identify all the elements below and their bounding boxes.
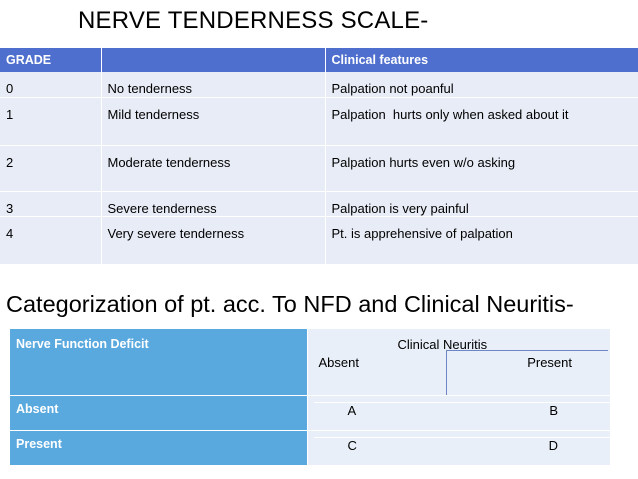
tenderness-cell: Severe tenderness (100, 191, 325, 217)
clinical-neuritis-header: Clinical Neuritis Absent Present (307, 329, 610, 396)
clinical-feature-cell: Palpation is very painful (324, 191, 638, 217)
table-header-row: GRADE Clinical features (0, 48, 638, 72)
tenderness-cell: Mild tenderness (100, 97, 325, 146)
category-cell: B (461, 402, 610, 418)
category-cells: C D (307, 430, 610, 465)
tenderness-cell: Moderate tenderness (100, 145, 325, 192)
tenderness-cell: Very severe tenderness (100, 216, 325, 264)
table-row: Present C D (10, 430, 610, 465)
column-divider (445, 350, 447, 395)
section-subtitle: Categorization of pt. acc. To NFD and Cl… (6, 291, 574, 317)
table-row: 2 Moderate tenderness Palpation hurts ev… (0, 145, 638, 192)
column-header-clinical-features: Clinical features (324, 48, 638, 72)
column-header-clinical-neuritis: Clinical Neuritis (397, 337, 488, 352)
table-row: 4 Very severe tenderness Pt. is apprehen… (0, 216, 638, 264)
row-label-present: Present (10, 430, 308, 465)
tenderness-cell: No tenderness (100, 72, 325, 98)
column-header-blank (100, 48, 325, 72)
clinical-feature-cell: Palpation hurts only when asked about it (324, 97, 638, 146)
category-cell: C (313, 437, 462, 453)
table-row: 1 Mild tenderness Palpation hurts only w… (0, 97, 638, 146)
header-divider (445, 350, 608, 351)
category-pair: C D (313, 437, 610, 453)
categorization-table: Nerve Function Deficit Clinical Neuritis… (10, 329, 610, 465)
grade-cell: 2 (0, 145, 101, 192)
tenderness-scale-table: GRADE Clinical features 0 No tenderness … (0, 48, 638, 264)
category-cells: A B (307, 395, 610, 431)
page-title: NERVE TENDERNESS SCALE- (78, 7, 429, 34)
clinical-feature-cell: Palpation hurts even w/o asking (324, 145, 638, 192)
grade-cell: 4 (0, 216, 101, 264)
grade-cell: 1 (0, 97, 101, 146)
table-row: Absent A B (10, 395, 610, 431)
grade-cell: 3 (0, 191, 101, 217)
category-cell: A (313, 402, 462, 418)
row-header-nerve-function-deficit: Nerve Function Deficit (10, 329, 308, 396)
table-row: 0 No tenderness Palpation not poanful (0, 72, 638, 98)
table-row: 3 Severe tenderness Palpation is very pa… (0, 191, 638, 217)
column-header-grade: GRADE (0, 48, 101, 72)
row-label-absent: Absent (10, 395, 308, 431)
column-label-present: Present (527, 355, 572, 370)
grade-cell: 0 (0, 72, 101, 98)
category-cell: D (461, 437, 610, 453)
clinical-feature-cell: Palpation not poanful (324, 72, 638, 98)
category-pair: A B (313, 402, 610, 418)
table-header-row: Nerve Function Deficit Clinical Neuritis… (10, 329, 610, 396)
column-label-absent: Absent (318, 355, 359, 370)
clinical-feature-cell: Pt. is apprehensive of palpation (324, 216, 638, 264)
